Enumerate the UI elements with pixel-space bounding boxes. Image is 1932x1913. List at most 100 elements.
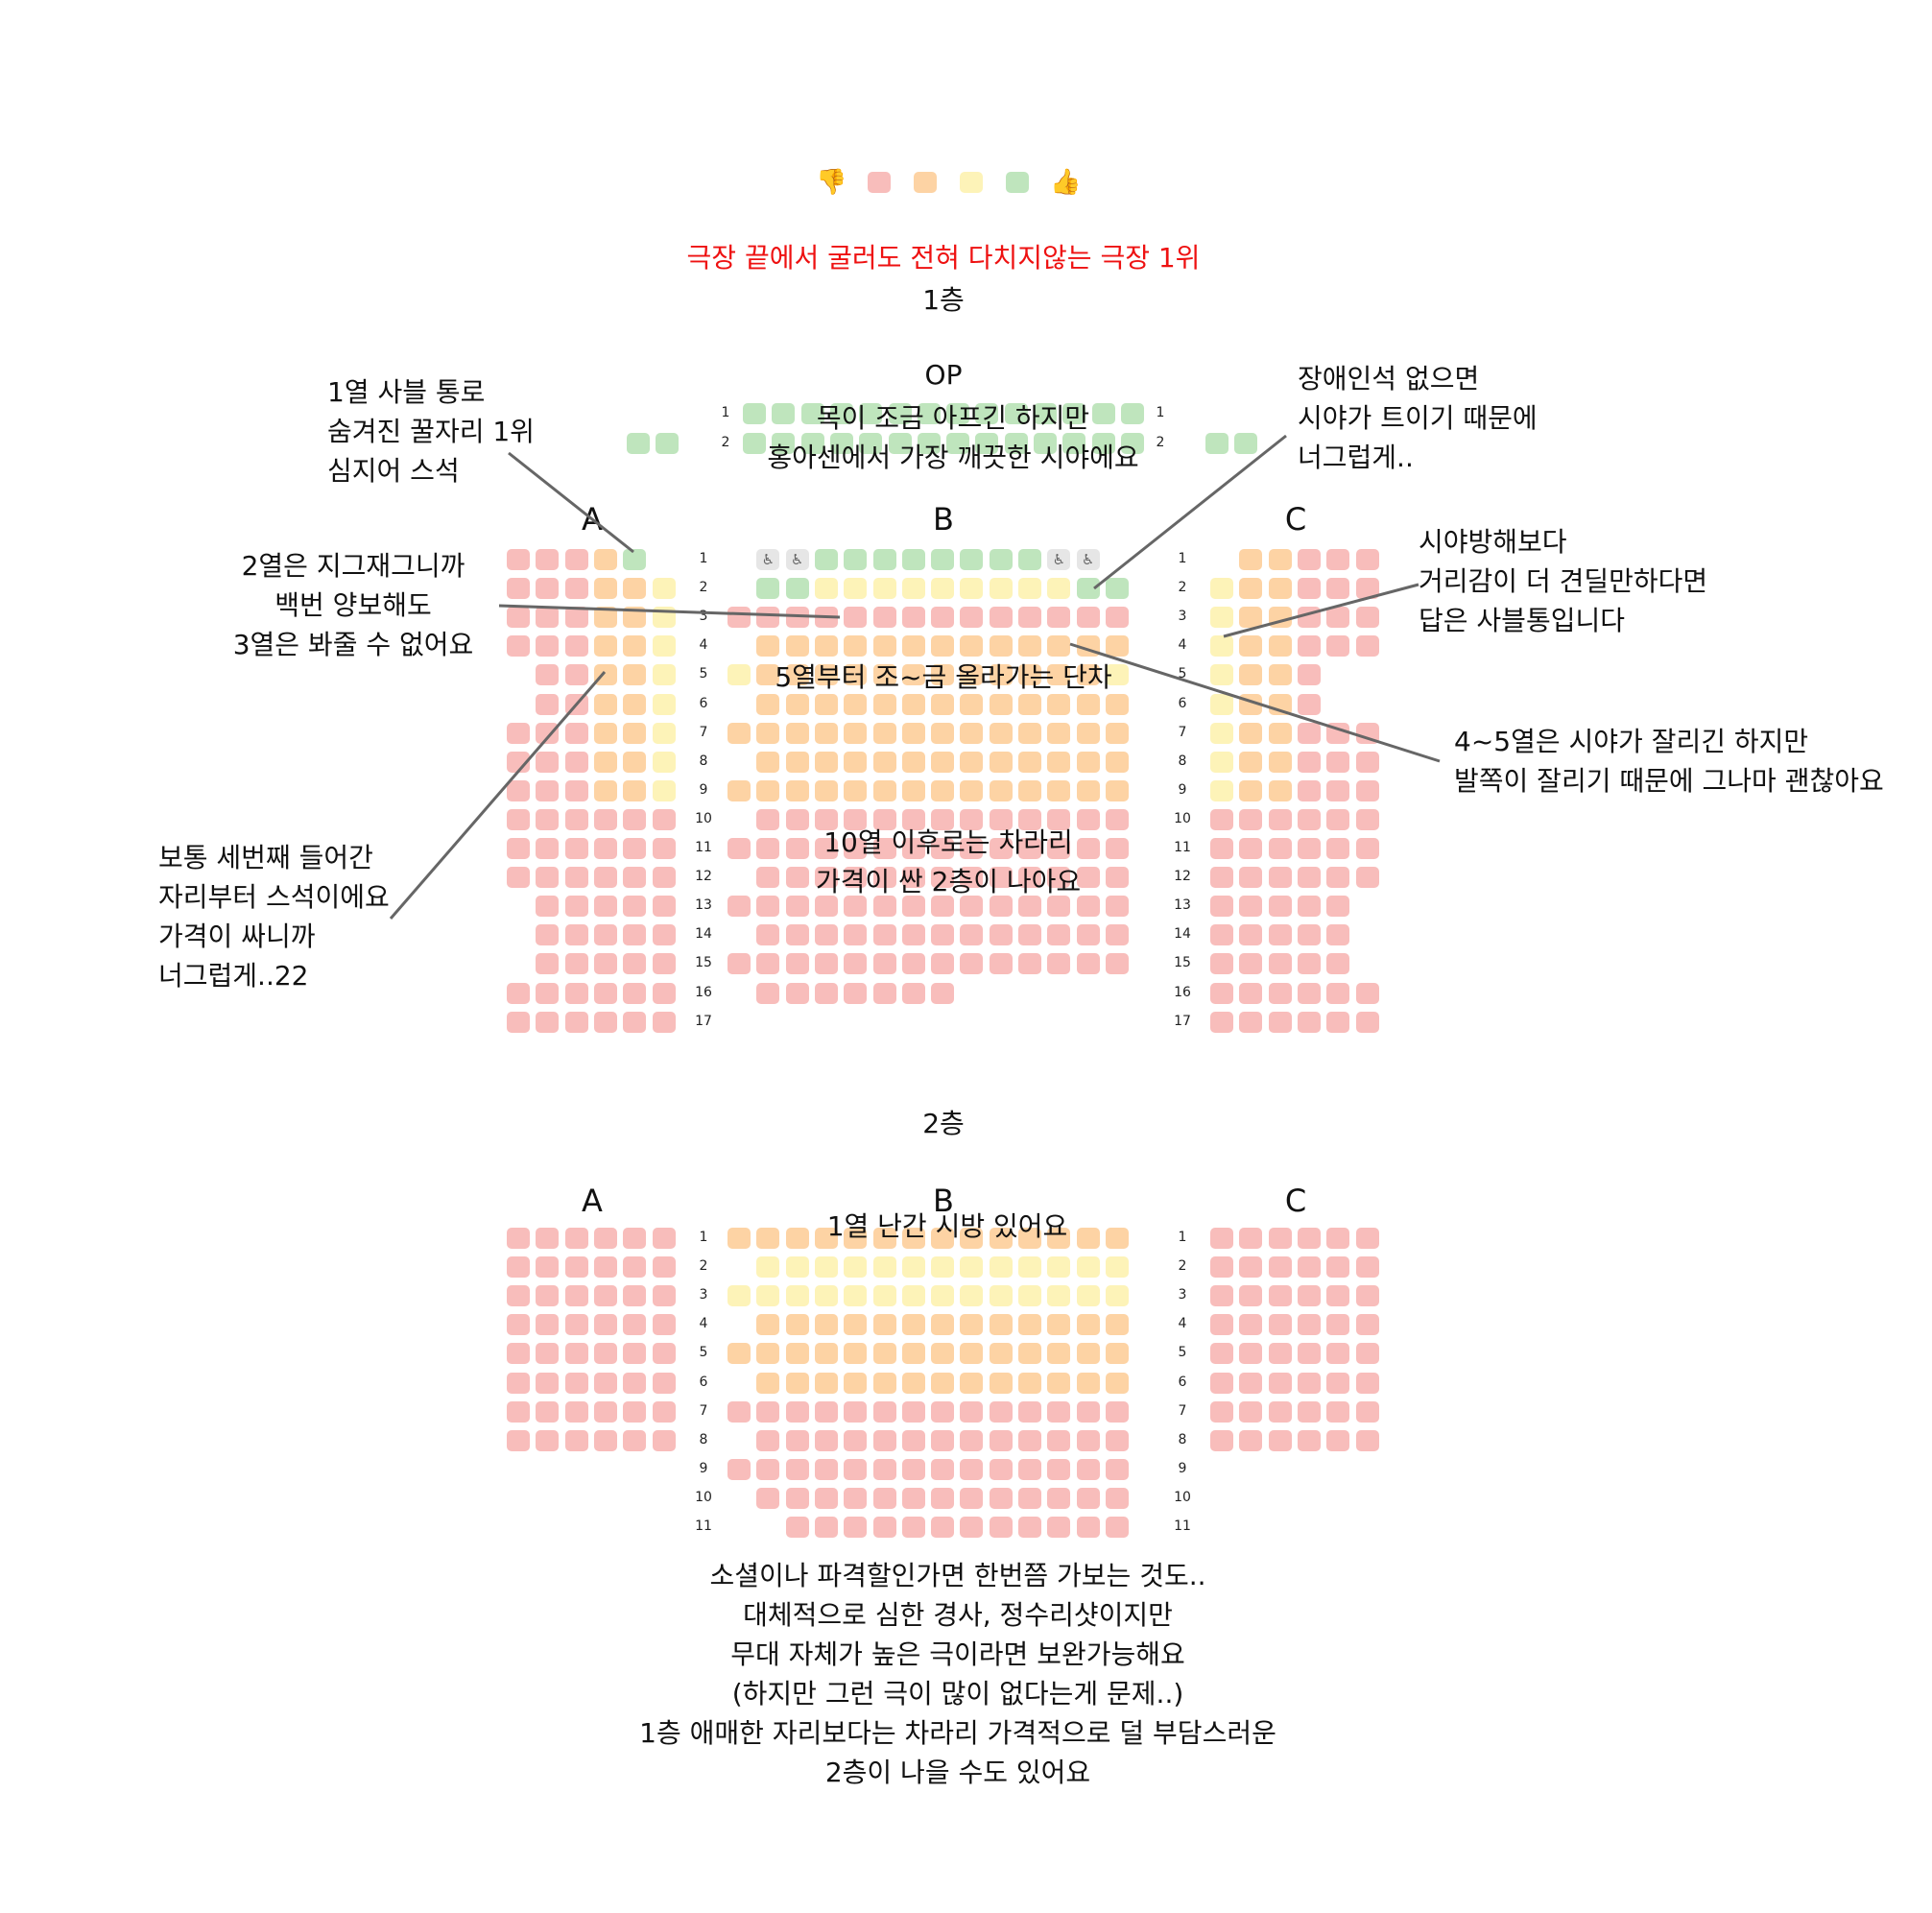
seat-section-b[interactable] [1076, 1256, 1100, 1279]
seat-section-b[interactable] [872, 635, 896, 658]
seat-section-a[interactable] [507, 1372, 530, 1394]
seat-section-a[interactable] [593, 1285, 617, 1307]
seat-section-a[interactable] [536, 549, 560, 570]
seat-section-a[interactable] [593, 607, 617, 629]
seat-section-b[interactable] [872, 1429, 896, 1451]
seat-section-a[interactable] [593, 982, 617, 1004]
seat-section-b[interactable] [989, 867, 1013, 889]
seat-section-b[interactable] [931, 1256, 955, 1279]
seat-section-a[interactable] [536, 1314, 560, 1336]
seat-section-a[interactable] [507, 578, 530, 600]
op-seat[interactable] [888, 403, 912, 424]
seat-section-b[interactable] [960, 924, 984, 946]
seat-section-c[interactable] [1355, 751, 1379, 773]
seat-section-c[interactable] [1355, 607, 1379, 629]
seat-section-b[interactable] [844, 779, 868, 801]
seat-section-b[interactable] [785, 722, 809, 744]
seat-section-b[interactable] [931, 578, 955, 600]
seat-section-c[interactable] [1210, 1314, 1233, 1336]
seat-section-b[interactable] [989, 578, 1013, 600]
seat-section-c[interactable] [1210, 578, 1233, 600]
seat-section-a[interactable] [564, 1314, 588, 1336]
seat-section-b[interactable] [785, 953, 809, 975]
seat-section-b[interactable] [901, 635, 925, 658]
seat-section-b[interactable] [989, 838, 1013, 859]
seat-section-a[interactable] [593, 549, 617, 570]
seat-section-a[interactable] [593, 1429, 617, 1451]
seat-section-b[interactable] [1047, 1285, 1071, 1307]
seat-section-b[interactable] [756, 1487, 780, 1509]
seat-section-c[interactable] [1239, 751, 1263, 773]
seat-section-b[interactable] [1076, 722, 1100, 744]
seat-section-a[interactable] [623, 896, 647, 918]
seat-section-b[interactable] [1018, 1343, 1041, 1365]
seat-section-b[interactable] [1047, 808, 1071, 830]
seat-section-c[interactable] [1326, 1429, 1350, 1451]
seat-section-a[interactable] [652, 924, 676, 946]
seat-section-b[interactable] [1105, 867, 1129, 889]
seat-section-b[interactable] [814, 1487, 838, 1509]
seat-section-c[interactable] [1268, 664, 1292, 686]
seat-section-b[interactable] [844, 693, 868, 715]
seat-section-b[interactable] [931, 838, 955, 859]
seat-section-b[interactable] [901, 982, 925, 1004]
seat-section-b[interactable] [960, 1429, 984, 1451]
seat-section-b[interactable] [1018, 1228, 1041, 1249]
seat-section-b[interactable] [1105, 838, 1129, 859]
seat-section-b[interactable] [1047, 635, 1071, 658]
seat-section-b[interactable] [844, 1228, 868, 1249]
seat-section-b[interactable] [960, 1517, 984, 1538]
seat-section-b[interactable] [901, 1429, 925, 1451]
seat-section-b[interactable] [872, 722, 896, 744]
seat-section-b[interactable] [1105, 1256, 1129, 1279]
seat-section-b[interactable] [960, 693, 984, 715]
seat-section-b[interactable] [814, 867, 838, 889]
wheelchair-seat[interactable]: ♿ [1047, 549, 1071, 570]
seat-section-b[interactable] [844, 664, 868, 686]
seat-section-b[interactable] [1018, 693, 1041, 715]
seat-section-c[interactable] [1297, 808, 1321, 830]
op-seat[interactable] [1034, 403, 1057, 424]
seat-section-a[interactable] [564, 1011, 588, 1033]
seat-section-a[interactable] [564, 924, 588, 946]
seat-section-c[interactable] [1239, 779, 1263, 801]
seat-section-c[interactable] [1297, 1285, 1321, 1307]
seat-section-b[interactable] [1047, 578, 1071, 600]
seat-section-a[interactable] [564, 578, 588, 600]
seat-section-a[interactable] [536, 751, 560, 773]
seat-section-b[interactable] [960, 578, 984, 600]
seat-section-b[interactable] [901, 1400, 925, 1423]
seat-section-a[interactable] [652, 1256, 676, 1279]
seat-section-a[interactable] [652, 1011, 676, 1033]
seat-section-a[interactable] [564, 635, 588, 658]
seat-section-c[interactable] [1326, 867, 1350, 889]
seat-section-b[interactable] [901, 808, 925, 830]
seat-section-c[interactable] [1239, 578, 1263, 600]
wheelchair-seat[interactable]: ♿ [756, 549, 780, 570]
seat-section-c[interactable] [1210, 751, 1233, 773]
seat-section-b[interactable] [931, 953, 955, 975]
seat-section-b[interactable] [901, 1285, 925, 1307]
seat-section-b[interactable] [960, 549, 984, 570]
seat-section-b[interactable] [1018, 1256, 1041, 1279]
seat-section-b[interactable] [901, 1256, 925, 1279]
seat-section-b[interactable] [960, 779, 984, 801]
seat-section-b[interactable] [960, 722, 984, 744]
seat-section-a[interactable] [536, 1256, 560, 1279]
seat-section-a[interactable] [507, 867, 530, 889]
seat-section-b[interactable] [1076, 693, 1100, 715]
seat-section-a[interactable] [593, 924, 617, 946]
seat-section-b[interactable] [1018, 607, 1041, 629]
seat-section-c[interactable] [1268, 1256, 1292, 1279]
op-seat[interactable] [975, 403, 999, 424]
seat-section-b[interactable] [756, 779, 780, 801]
seat-section-b[interactable] [960, 1314, 984, 1336]
seat-section-c[interactable] [1239, 1228, 1263, 1249]
seat-section-b[interactable] [931, 867, 955, 889]
seat-section-b[interactable] [727, 1400, 751, 1423]
seat-section-a[interactable] [536, 693, 560, 715]
seat-section-c[interactable] [1239, 1429, 1263, 1451]
seat-section-a[interactable] [652, 953, 676, 975]
seat-section-b[interactable] [756, 1314, 780, 1336]
seat-section-c[interactable] [1326, 1256, 1350, 1279]
